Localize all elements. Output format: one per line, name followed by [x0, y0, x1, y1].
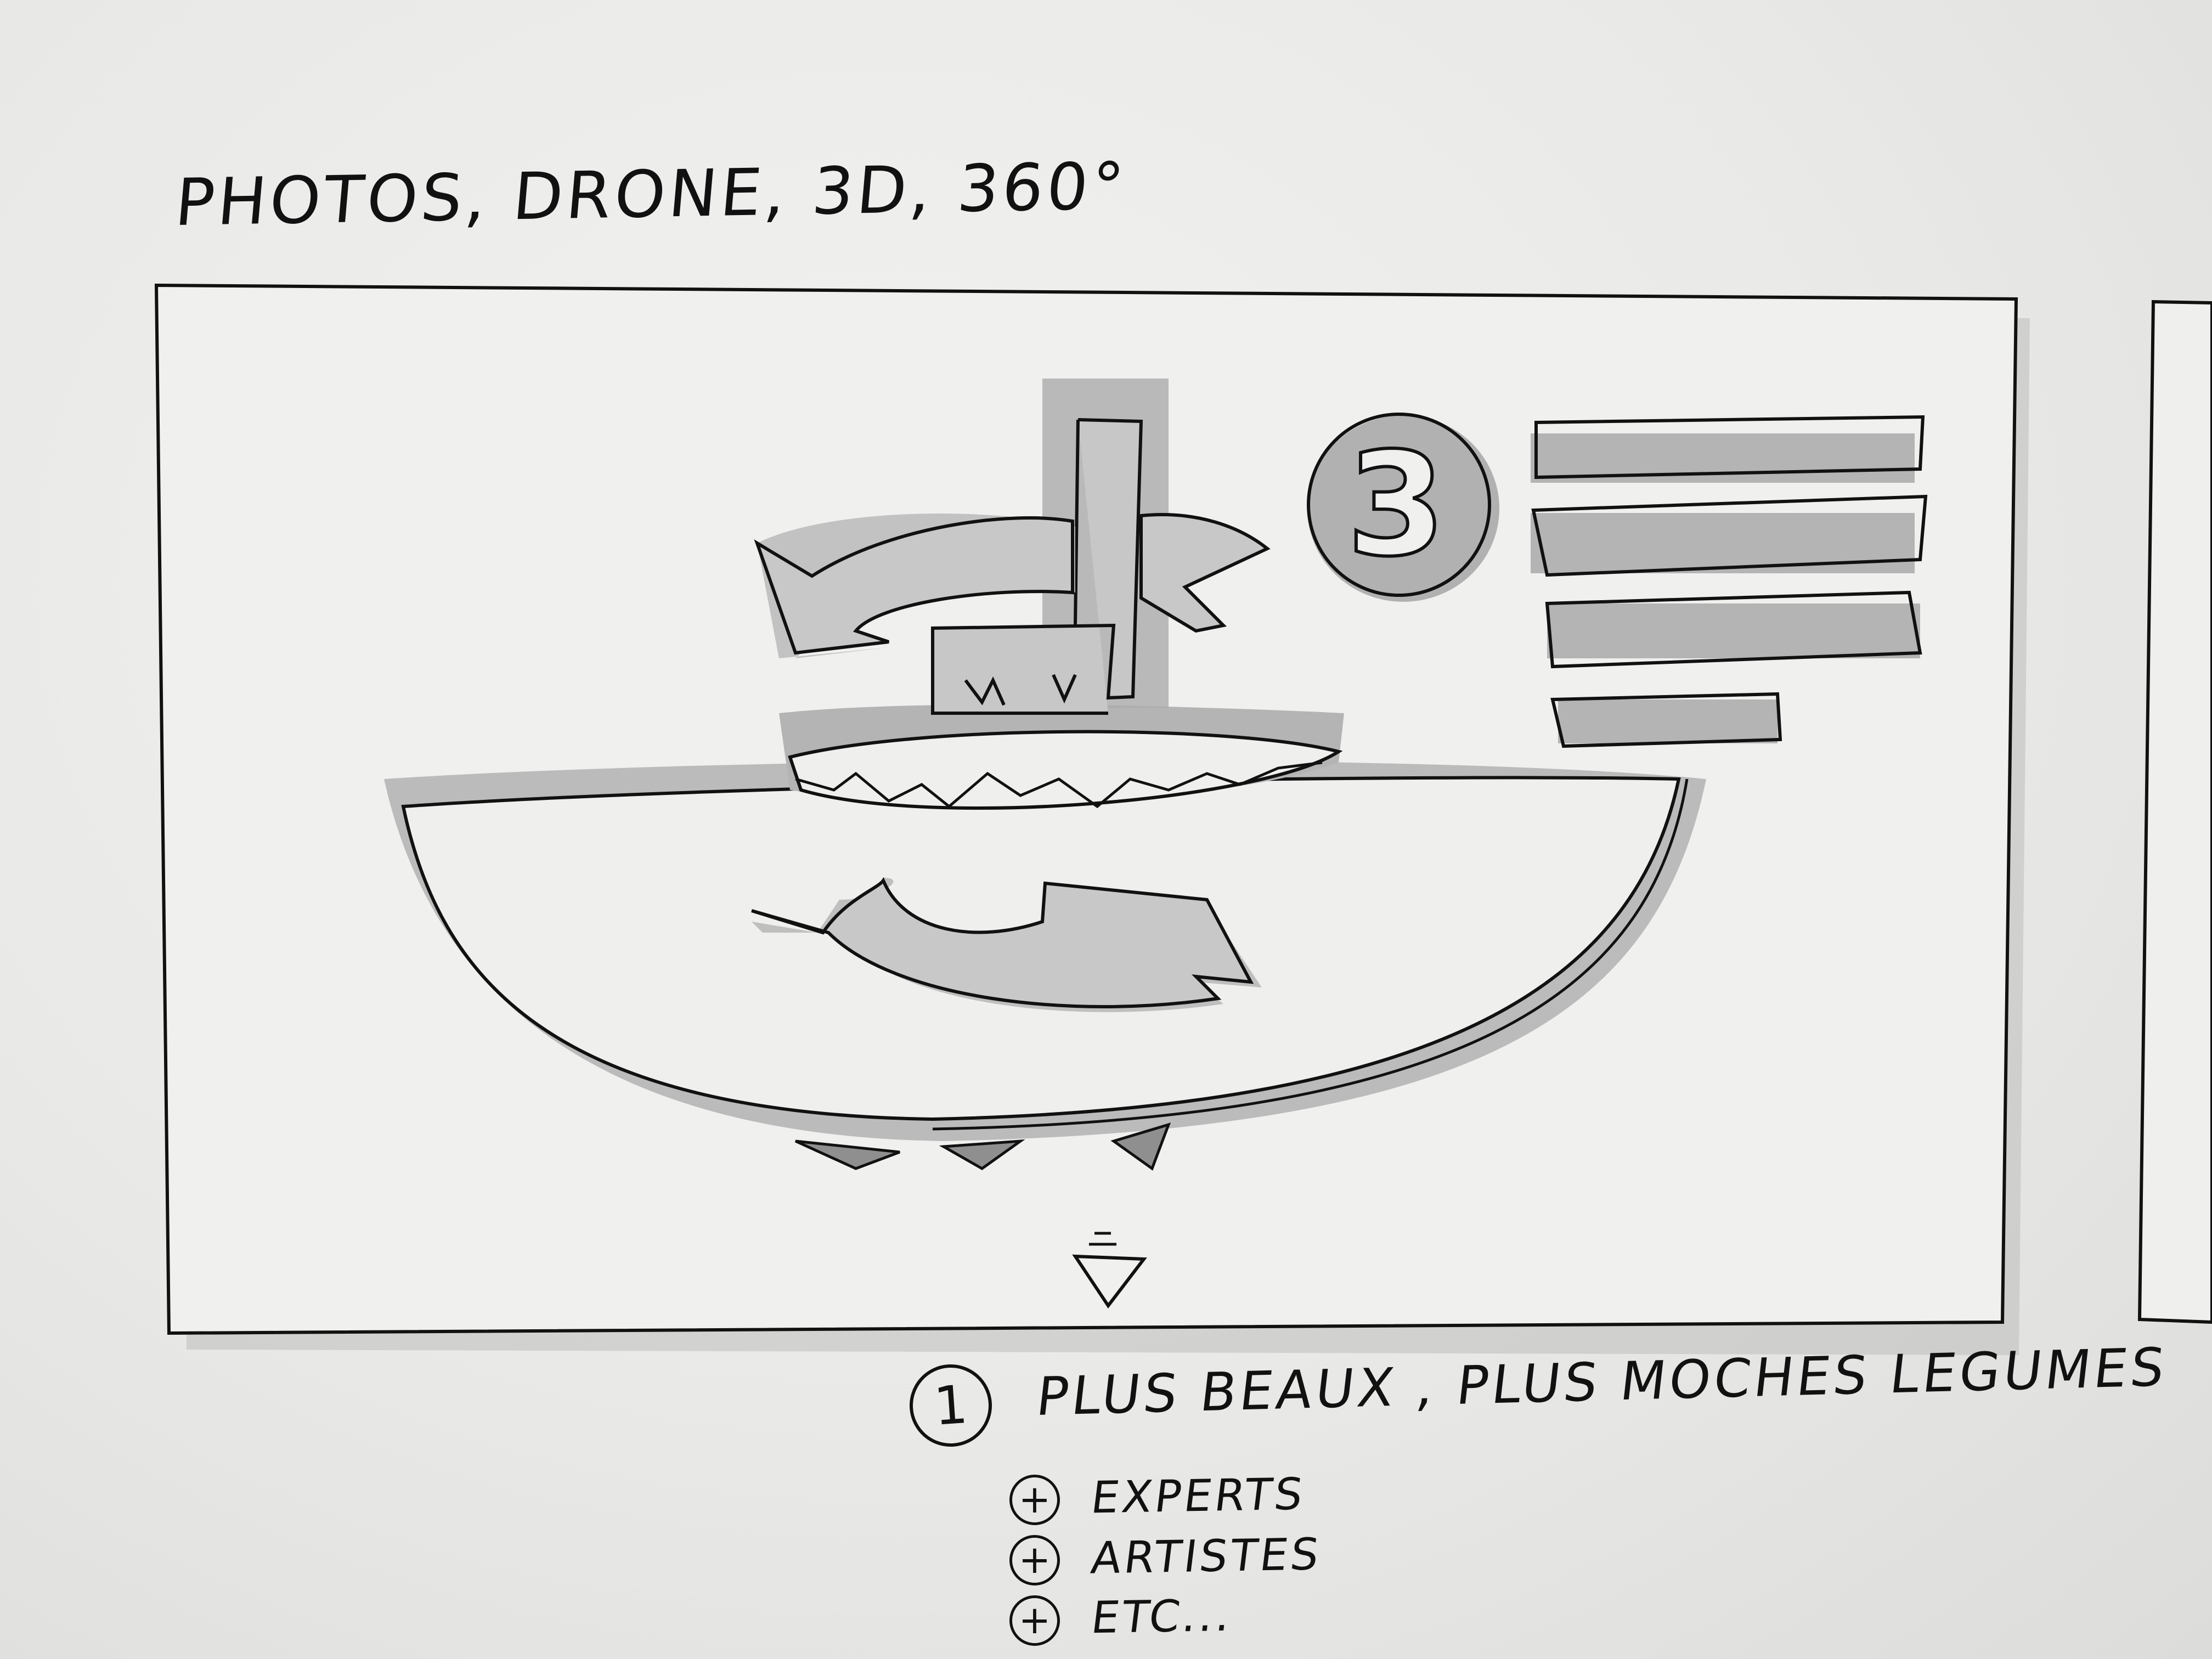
- badge-number: 3: [1347, 422, 1446, 588]
- logo-badge[interactable]: 3: [1307, 414, 1499, 602]
- next-screen-frame: [2140, 302, 2212, 1322]
- sub-item-label: ETC...: [1088, 1590, 1236, 1643]
- sub-item-label: EXPERTS: [1088, 1469, 1308, 1523]
- plus-icon: +: [1009, 1535, 1060, 1585]
- plus-icon: +: [1009, 1595, 1060, 1646]
- sub-item-label: ARTISTES: [1088, 1528, 1324, 1583]
- plus-icon: +: [1009, 1475, 1060, 1525]
